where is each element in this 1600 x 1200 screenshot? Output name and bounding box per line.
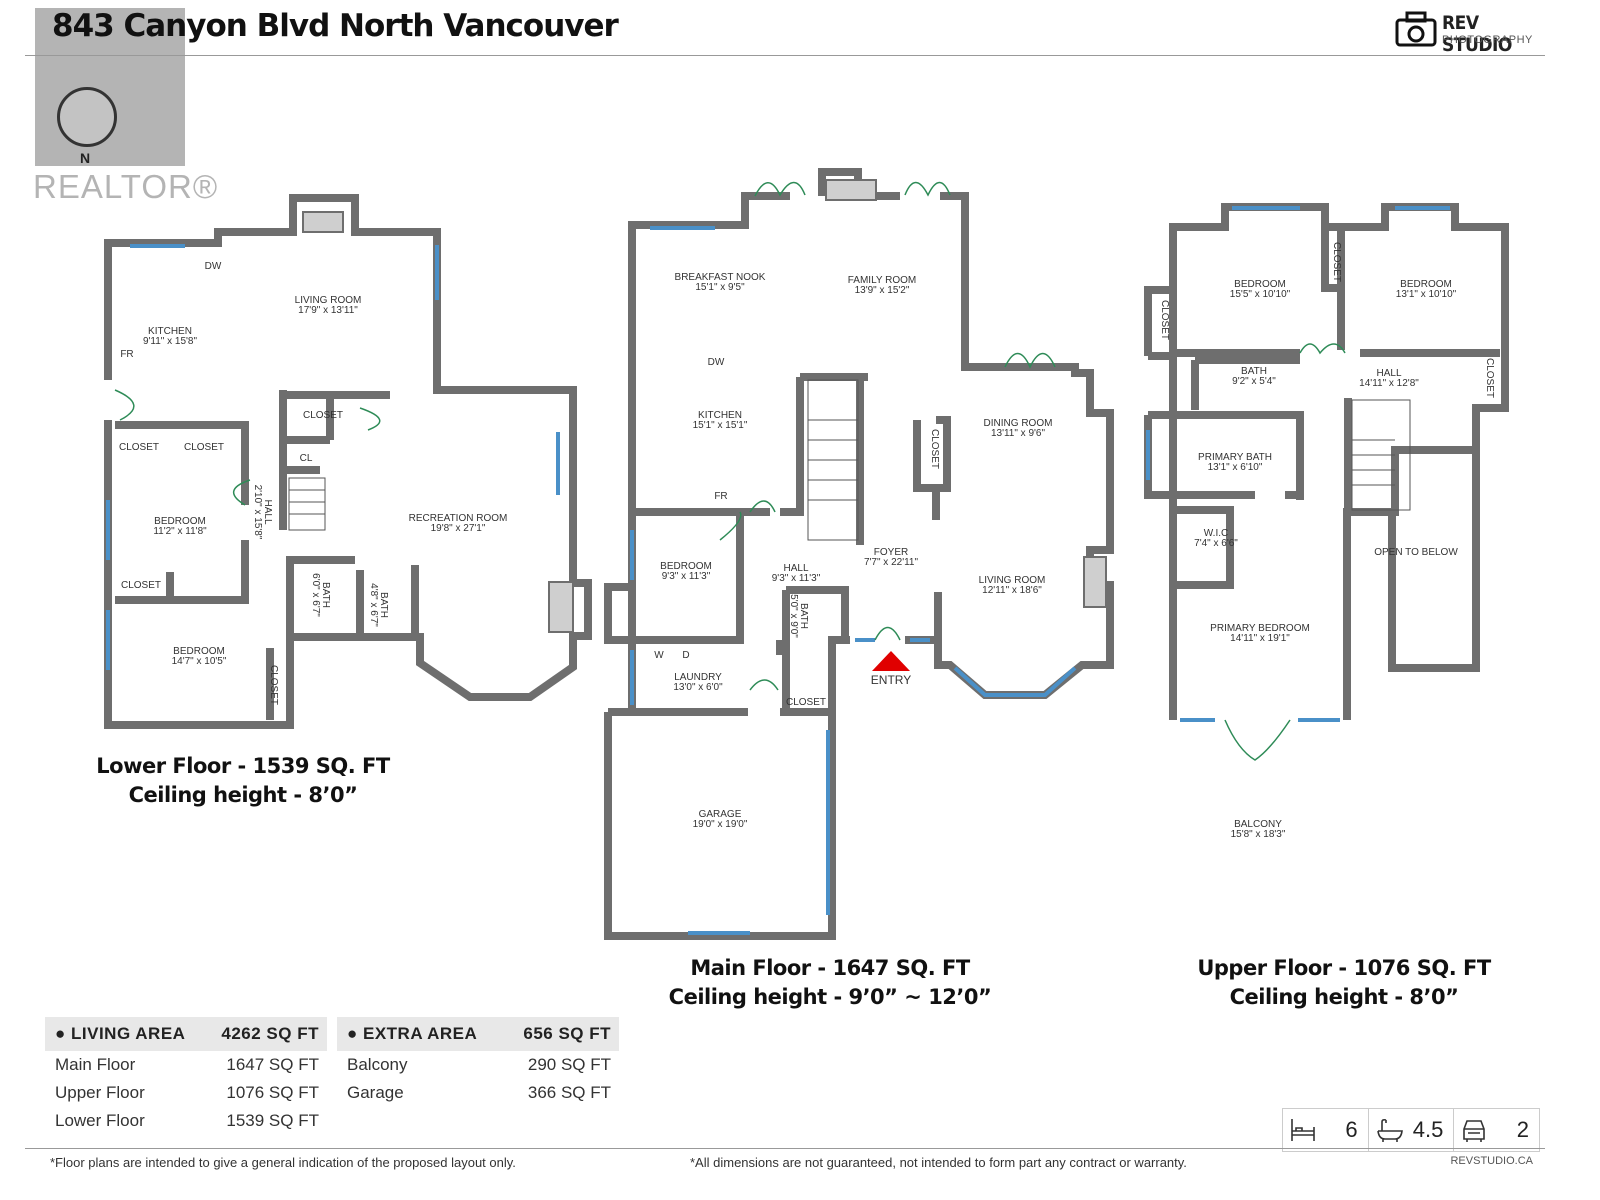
entry-label: ENTRY xyxy=(870,673,912,687)
camera-icon xyxy=(1395,11,1437,47)
fireplaces xyxy=(302,179,1107,633)
washer-label: W xyxy=(654,650,664,661)
property-stats: 6 4.5 2 xyxy=(1282,1108,1540,1152)
doors xyxy=(114,181,1346,761)
room-label: CL xyxy=(299,453,313,464)
divider xyxy=(25,1148,1545,1149)
room-label: CLOSET xyxy=(1331,241,1342,283)
room-label: CLOSET xyxy=(1484,357,1495,399)
bathtub-icon xyxy=(1376,1118,1403,1142)
room-label: CLOSET xyxy=(302,410,344,421)
room-label: OPEN TO BELOW xyxy=(1374,547,1458,558)
room-label: CLOSET xyxy=(120,580,162,591)
dishwasher-label: DW xyxy=(707,357,725,368)
room-label: CLOSET xyxy=(268,664,279,706)
room-label: CLOSET xyxy=(183,442,225,453)
walls xyxy=(104,168,1509,940)
car-icon xyxy=(1463,1120,1486,1142)
compass-north-label: N xyxy=(80,150,91,166)
divider xyxy=(25,55,1545,56)
realtor-logo: REALTOR® xyxy=(33,8,217,205)
page-title: 843 Canyon Blvd North Vancouver xyxy=(52,8,619,44)
rev-studio-logo: REV STUDIO PHOTOGRAPHY xyxy=(1395,10,1545,56)
entry-arrow-icon xyxy=(872,651,910,671)
room-label: CLOSET xyxy=(785,697,827,708)
footer-disclaimer-dimensions: *All dimensions are not guaranteed, not … xyxy=(690,1155,1187,1170)
bed-icon xyxy=(1291,1119,1315,1141)
room-label: CLOSET xyxy=(929,428,940,470)
room-label: CLOSET xyxy=(118,442,160,453)
dryer-label: D xyxy=(682,650,690,661)
dishwasher-label: DW xyxy=(204,261,222,272)
lower-floor-outline xyxy=(104,194,592,729)
windows xyxy=(106,206,1450,935)
room-label: CLOSET xyxy=(1159,299,1170,341)
compass-icon xyxy=(57,87,117,147)
footer-site: REVSTUDIO.CA xyxy=(1450,1155,1533,1167)
fridge-label: FR xyxy=(120,349,134,360)
stairs xyxy=(288,379,1411,541)
footer-disclaimer-layout: *Floor plans are intended to give a gene… xyxy=(50,1155,516,1170)
fridge-label: FR xyxy=(714,491,728,502)
